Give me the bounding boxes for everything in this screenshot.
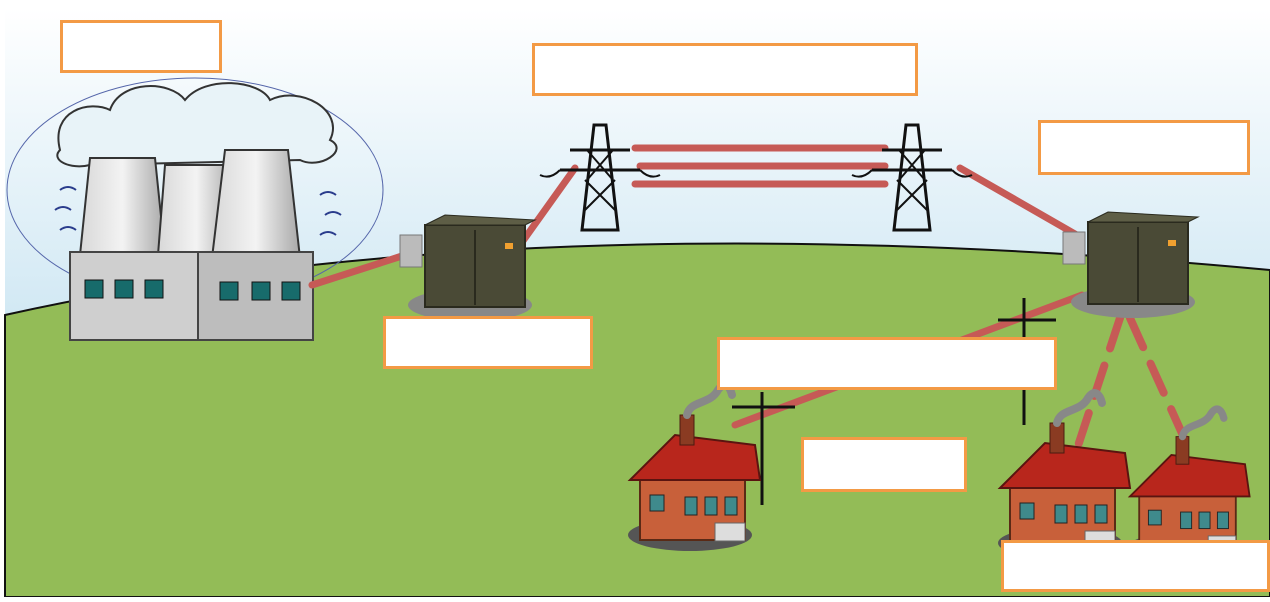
label-homes[interactable]: [1001, 540, 1270, 592]
label-step-down-substation[interactable]: [1038, 120, 1250, 175]
utility-pole-icon: [732, 298, 1056, 505]
label-distribution-lines[interactable]: [717, 337, 1057, 390]
label-distribution-pole[interactable]: [801, 437, 967, 492]
label-transmission-lines[interactable]: [532, 43, 918, 96]
label-power-plant[interactable]: [60, 20, 222, 73]
power-plant-icon: [6, 77, 384, 341]
label-step-up-transformer[interactable]: [383, 316, 593, 369]
